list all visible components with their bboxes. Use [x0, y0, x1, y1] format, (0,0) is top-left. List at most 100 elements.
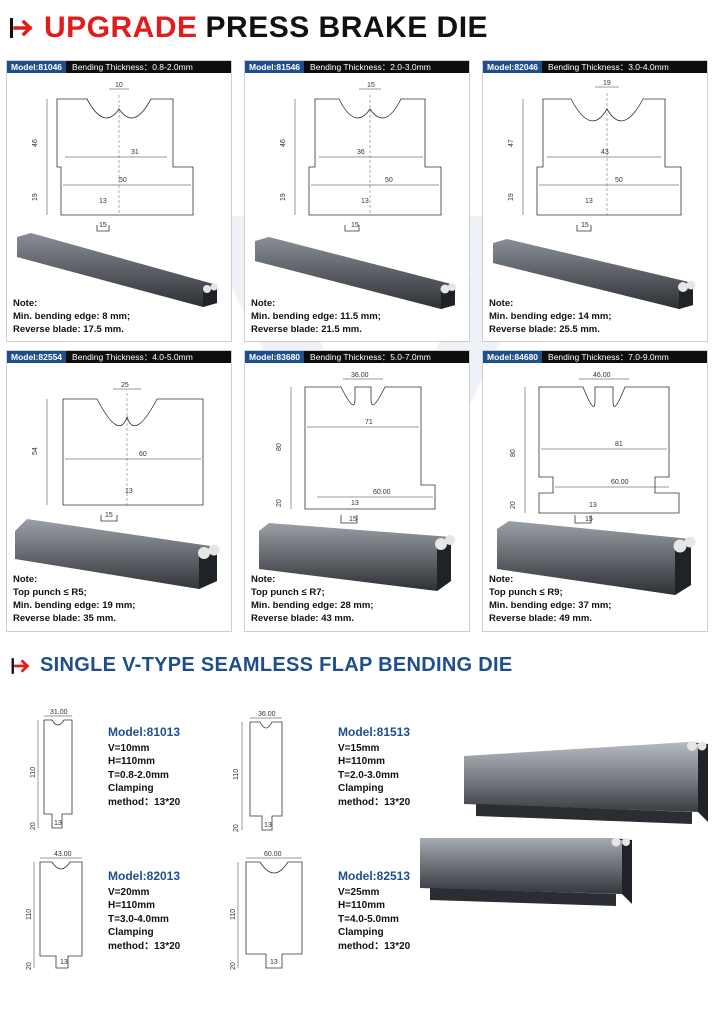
v-die-product-image [464, 741, 708, 824]
dim-key: 15 [351, 222, 359, 229]
bending-thickness: Bending Thickness：0.8-2.0mm [72, 62, 193, 72]
title-upgrade: UPGRADE [44, 11, 198, 44]
technical-drawing: 19 43 50 13 15 47 19 [508, 80, 682, 232]
dim-top: 10 [115, 82, 123, 89]
dim-key: 15 [585, 516, 593, 523]
die-card: Model:81046 Bending Thickness：0.8-2.0mm … [6, 60, 232, 342]
dim-height: 110 [233, 769, 240, 780]
model-label: Model:81546 [245, 61, 305, 73]
technical-drawing: 10 31 50 13 15 46 19 [32, 82, 194, 232]
dim-top: 46.00 [593, 372, 611, 379]
technical-drawing: 36.00 71 60.00 13 15 80 20 [276, 372, 436, 524]
card-note: Note: Top punch ≤ R5; Min. bending edge:… [13, 574, 136, 624]
dim-height: 110 [230, 909, 237, 920]
v-die-drawing: 60.00 110 20 13 [226, 850, 316, 978]
v-die-specs: Model:82513 V=25mm H=110mm T=4.0-5.0mm C… [338, 869, 411, 952]
v-die-model: Model:81013 [108, 725, 181, 739]
dim-slot: 13 [99, 198, 107, 205]
dim-height2: 20 [30, 822, 37, 830]
v-die-product-image [420, 837, 632, 906]
die-product-image [259, 523, 455, 591]
technical-drawing: 46.00 81 60.00 13 15 80 20 [510, 372, 680, 524]
dim-height: 46 [280, 139, 287, 147]
dim-slot: 13 [361, 198, 369, 205]
card-note: Note: Min. bending edge: 8 mm; Reverse b… [13, 298, 131, 335]
technical-drawing: 15 36 50 13 15 46 19 [280, 82, 442, 232]
bending-thickness: Bending Thickness：2.0-3.0mm [310, 62, 431, 72]
die-card: Model:81546 Bending Thickness：2.0-3.0mm … [244, 60, 470, 342]
dim-height2: 19 [508, 193, 515, 201]
bending-thickness: Bending Thickness：4.0-5.0mm [72, 352, 193, 362]
die-product-image [17, 233, 218, 307]
dim-height2: 20 [276, 499, 283, 507]
dim-height: 54 [32, 447, 39, 455]
card-header: Model:81546 Bending Thickness：2.0-3.0mm [245, 61, 469, 73]
die-card: Model:84680 Bending Thickness：7.0-9.0mm … [482, 350, 708, 632]
dim-height: 110 [26, 909, 33, 920]
dim-w1: 81 [615, 441, 623, 448]
dim-top: 19 [603, 80, 611, 87]
card-header: Model:84680 Bending Thickness：7.0-9.0mm [483, 351, 707, 363]
dim-key: 15 [105, 512, 113, 519]
dim-w2: 50 [385, 177, 393, 184]
dim-w2: 60.00 [611, 479, 629, 486]
bending-thickness: Bending Thickness：7.0-9.0mm [548, 352, 669, 362]
dim-height: 47 [508, 139, 515, 147]
card-note: Note: Top punch ≤ R9; Min. bending edge:… [489, 574, 612, 624]
v-die-model: Model:81513 [338, 725, 411, 739]
dim-slot: 13 [54, 820, 62, 827]
v-die-drawing: 36.00 110 20 13 [228, 710, 298, 838]
die-card: Model:82554 Bending Thickness：4.0-5.0mm … [6, 350, 232, 632]
v-die-drawing: 31.00 110 20 13 [28, 708, 88, 836]
dim-slot: 13 [589, 502, 597, 509]
v-die-specs: Model:81513 V=15mm H=110mm T=2.0-3.0mm C… [338, 725, 411, 808]
dim-w2: 50 [615, 177, 623, 184]
dim-height2: 20 [233, 824, 240, 832]
dim-top: 36.00 [351, 372, 369, 379]
v-die-model: Model:82513 [338, 869, 411, 883]
dim-w2: 60.00 [373, 489, 391, 496]
dim-width: 60.00 [264, 851, 282, 858]
dim-width: 36.00 [258, 711, 276, 718]
dim-w1: 36 [357, 149, 365, 156]
dim-width: 31.00 [50, 709, 68, 716]
die-card: Model:83680 Bending Thickness：5.0-7.0mm … [244, 350, 470, 632]
technical-drawing: 25 60 13 15 54 [32, 382, 204, 522]
dim-slot: 13 [351, 500, 359, 507]
bending-thickness: Bending Thickness：3.0-4.0mm [548, 62, 669, 72]
model-label: Model:81046 [7, 61, 67, 73]
dim-slot: 13 [585, 198, 593, 205]
model-label: Model:82046 [483, 61, 543, 73]
dim-height: 80 [510, 449, 517, 457]
dim-height2: 19 [32, 193, 39, 201]
arrow-right-icon [10, 18, 33, 38]
dim-height2: 20 [510, 501, 517, 509]
section-title: SINGLE V-TYPE SEAMLESS FLAP BENDING DIE [10, 654, 513, 677]
dim-height: 46 [32, 139, 39, 147]
dim-height: 110 [30, 767, 37, 778]
v-die-model: Model:82013 [108, 869, 181, 883]
v-die-specs: Model:82013 V=20mm H=110mm T=3.0-4.0mm C… [108, 869, 181, 952]
dim-w2: 50 [119, 177, 127, 184]
die-product-image [255, 237, 456, 309]
card-note: Note: Min. bending edge: 14 mm; Reverse … [489, 298, 612, 335]
title-press-brake-die: PRESS BRAKE DIE [205, 11, 489, 44]
dim-slot: 13 [264, 822, 272, 829]
die-card: Model:82046 Bending Thickness：3.0-4.0mm … [482, 60, 708, 342]
dim-w1: 71 [365, 419, 373, 426]
dim-height2: 19 [280, 193, 287, 201]
die-product-image [493, 239, 696, 309]
v-die-drawing: 43.00 110 20 13 [26, 850, 98, 978]
die-product-image [497, 521, 696, 595]
card-header: Model:82554 Bending Thickness：4.0-5.0mm [7, 351, 231, 363]
dim-w1: 60 [139, 451, 147, 458]
dim-key: 15 [349, 516, 357, 523]
dim-height2: 20 [230, 962, 237, 970]
dim-width: 43.00 [54, 851, 72, 858]
dim-slot: 13 [125, 488, 133, 495]
bending-thickness: Bending Thickness：5.0-7.0mm [310, 352, 431, 362]
v-die-specs: Model:81013 V=10mm H=110mm T=0.8-2.0mm C… [108, 725, 181, 808]
card-header: Model:81046 Bending Thickness：0.8-2.0mm [7, 61, 231, 73]
dim-w1: 31 [131, 149, 139, 156]
card-note: Note: Top punch ≤ R7; Min. bending edge:… [251, 574, 374, 624]
